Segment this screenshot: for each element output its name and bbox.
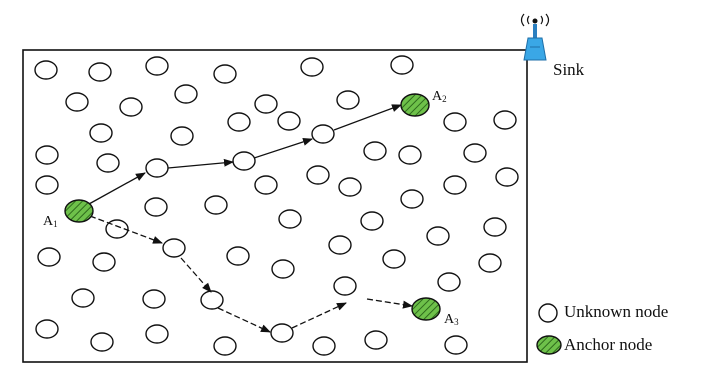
unknown-node — [204, 195, 228, 215]
unknown-node — [213, 64, 237, 84]
unknown-node — [443, 112, 467, 132]
anchor-label-a2: A2 — [432, 89, 447, 104]
sink-label: Sink — [553, 60, 585, 79]
unknown-node — [398, 145, 422, 165]
unknown-nodes — [34, 55, 519, 356]
unknown-node — [483, 217, 507, 237]
unknown-node — [119, 97, 143, 117]
unknown-node — [90, 332, 114, 352]
route-segment — [333, 104, 402, 131]
unknown-node — [144, 197, 168, 217]
unknown-node — [312, 336, 336, 356]
unknown-node — [336, 90, 360, 110]
unknown-node — [162, 238, 186, 258]
unknown-node — [333, 276, 357, 296]
route-segment — [88, 172, 146, 205]
unknown-node — [271, 259, 295, 279]
unknown-node — [443, 175, 467, 195]
unknown-node — [400, 189, 424, 209]
unknown-node — [37, 247, 61, 267]
unknown-node — [390, 55, 414, 75]
unknown-node — [35, 145, 59, 165]
unknown-node — [437, 272, 461, 292]
unknown-node — [232, 151, 256, 171]
unknown-node — [382, 249, 406, 269]
unknown-node — [96, 153, 120, 173]
unknown-node — [200, 290, 224, 310]
unknown-node — [493, 110, 517, 130]
unknown-node — [142, 289, 166, 309]
unknown-node — [145, 324, 169, 344]
unknown-node — [145, 158, 169, 178]
unknown-node — [170, 126, 194, 146]
unknown-node — [89, 123, 113, 143]
unknown-node — [463, 143, 487, 163]
unknown-node — [364, 330, 388, 350]
route-segment — [89, 215, 163, 244]
anchor-label-a1: A1 — [43, 214, 58, 229]
unknown-node — [300, 57, 324, 77]
unknown-node — [478, 253, 502, 273]
route-segment — [366, 298, 413, 309]
route-segment — [253, 138, 313, 159]
unknown-node — [311, 124, 335, 144]
unknown-node — [65, 92, 89, 112]
unknown-node — [226, 246, 250, 266]
legend-anchor-node-label: Anchor node — [564, 335, 653, 354]
route-segment — [180, 257, 212, 293]
unknown-node — [35, 319, 59, 339]
anchor-node-a1 — [64, 199, 94, 223]
anchor-label-a3: A3 — [444, 312, 459, 327]
unknown-node — [426, 226, 450, 246]
unknown-node — [328, 235, 352, 255]
anchor-node-a3 — [411, 297, 441, 321]
unknown-node — [254, 175, 278, 195]
unknown-node — [213, 336, 237, 356]
unknown-node — [495, 167, 519, 187]
unknown-node — [88, 62, 112, 82]
anchor-node-a2 — [400, 93, 430, 117]
unknown-node — [338, 177, 362, 197]
unknown-node — [444, 335, 468, 355]
unknown-node — [360, 211, 384, 231]
unknown-node — [71, 288, 95, 308]
unknown-node — [270, 323, 294, 343]
route-segment — [291, 302, 347, 329]
unknown-node — [278, 209, 302, 229]
route-segment — [167, 158, 234, 169]
unknown-node — [35, 175, 59, 195]
unknown-node — [227, 112, 251, 132]
legend-unknown-node-label: Unknown node — [564, 302, 669, 321]
unknown-node — [34, 60, 58, 80]
antenna-tower-icon — [520, 13, 550, 61]
route-to-anchor-2 — [88, 104, 402, 205]
route-to-anchor-3 — [89, 215, 413, 333]
legend-anchor-node-symbol — [536, 335, 562, 355]
unknown-node — [92, 252, 116, 272]
unknown-node — [254, 94, 278, 114]
unknown-node — [306, 165, 330, 185]
unknown-node — [145, 56, 169, 76]
unknown-node — [277, 111, 301, 131]
legend-unknown-node-symbol — [538, 303, 558, 323]
route-segment — [217, 307, 271, 333]
unknown-node — [363, 141, 387, 161]
field-border — [22, 49, 528, 363]
unknown-node — [174, 84, 198, 104]
